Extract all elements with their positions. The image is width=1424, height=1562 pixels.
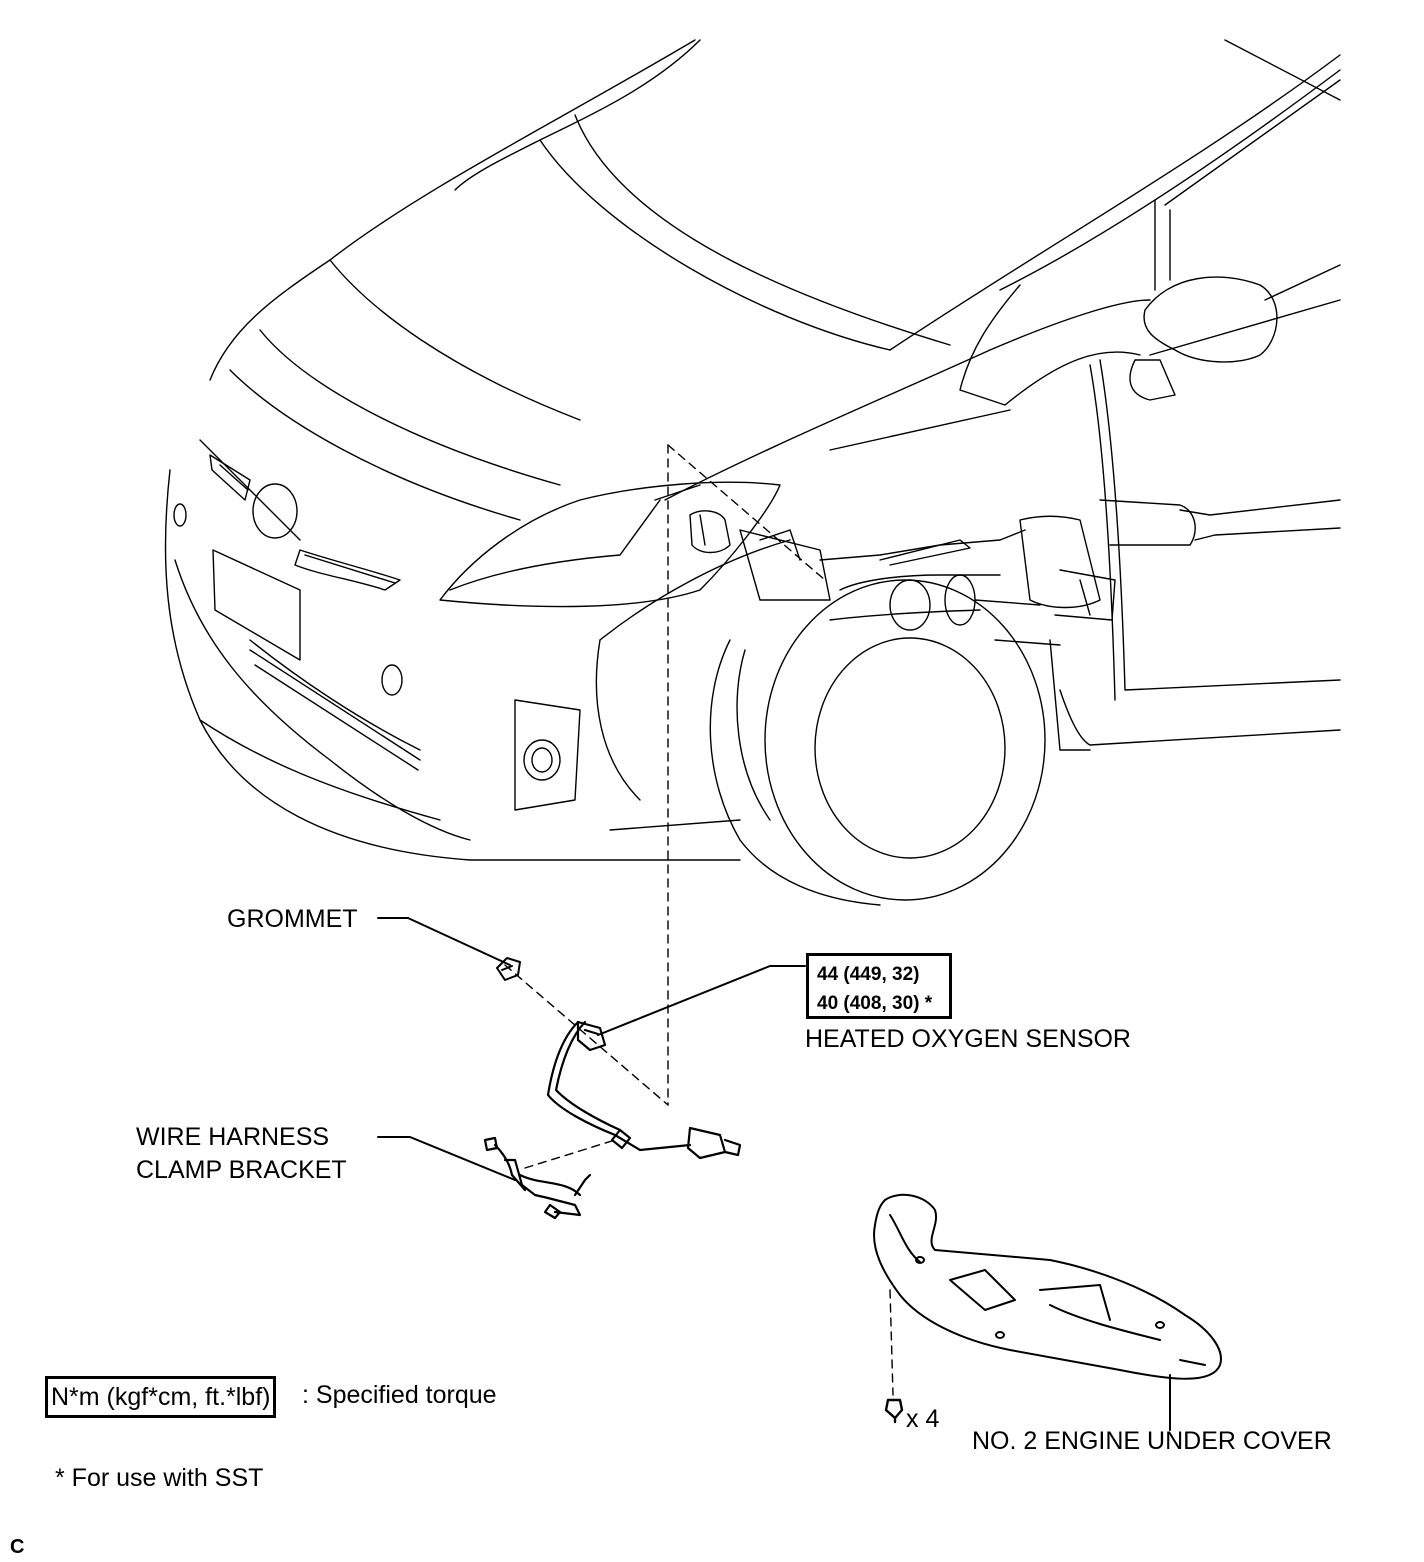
alignment-dashed-lines xyxy=(504,444,894,1396)
torque-sst-value: 40 (408, 30) * xyxy=(817,993,933,1014)
no2-engine-under-cover-label: NO. 2 ENGINE UNDER COVER xyxy=(972,1427,1332,1455)
heated-oxygen-sensor-label: HEATED OXYGEN SENSOR xyxy=(805,1025,1131,1053)
heated-oxygen-sensor-part xyxy=(546,1020,742,1160)
vehicle-body xyxy=(164,39,1341,906)
torque-unit-legend-box: N*m (kgf*cm, ft.*lbf) xyxy=(45,1376,277,1418)
sst-footnote: * For use with SST xyxy=(55,1464,264,1492)
torque-standard-value: 44 (449, 32) xyxy=(817,964,920,985)
wire-harness-clamp-bracket-part xyxy=(483,1136,592,1220)
clip-part xyxy=(884,1398,904,1424)
grommet-label: GROMMET xyxy=(227,905,358,933)
leader-lines xyxy=(377,917,1171,1431)
diagram-corner-code: C xyxy=(10,1536,25,1558)
clamp-bracket-label-line2: CLAMP BRACKET xyxy=(136,1156,347,1184)
wire-harness-label-line1: WIRE HARNESS xyxy=(136,1123,330,1151)
grommet-part xyxy=(496,957,521,981)
clip-count-label: x 4 xyxy=(906,1405,940,1433)
torque-unit-legend-description: : Specified torque xyxy=(302,1381,497,1409)
no2-engine-under-cover-part xyxy=(873,1193,1222,1380)
sensor-torque-spec-box: 44 (449, 32) 40 (408, 30) * xyxy=(806,953,952,1019)
